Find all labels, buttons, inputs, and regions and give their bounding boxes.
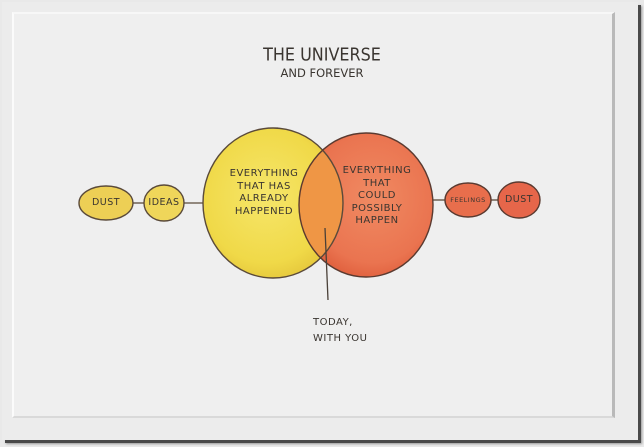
overlap-today xyxy=(299,133,343,277)
left-circle-label-line: already xyxy=(239,193,289,204)
node-dust-left xyxy=(78,185,134,221)
right-circle-label-line: could xyxy=(358,190,396,201)
node-ideas xyxy=(143,184,185,222)
node-feelings xyxy=(444,182,492,218)
circle-could-happen-outline xyxy=(298,132,434,278)
right-circle-label-line: happen xyxy=(355,215,399,226)
pointer-label-line: Today, xyxy=(313,317,353,328)
pointer-label: Today, with you xyxy=(313,315,367,346)
title: The Universe xyxy=(263,44,381,65)
left-circle-label-line: Everything xyxy=(229,168,299,179)
node-dust-right-label: Dust xyxy=(504,194,534,205)
left-circle-label-line: happened xyxy=(234,205,294,217)
node-dust-right xyxy=(497,181,541,219)
right-circle-label-line: that xyxy=(363,177,391,189)
right-circle-label-line: Everything xyxy=(342,165,412,176)
node-dust-left-label: Dust xyxy=(91,197,121,208)
pointer-line xyxy=(324,227,329,301)
right-circle-label: Everything that could possibly happen xyxy=(327,165,427,228)
left-circle-label: Everything that has already happened xyxy=(214,168,314,218)
circle-already-happened-outline xyxy=(202,127,344,279)
right-circle-label-line: possibly xyxy=(351,202,403,214)
subtitle: and Forever xyxy=(280,66,364,80)
node-feelings-label: Feelings xyxy=(450,196,486,204)
node-ideas-label: Ideas xyxy=(148,197,180,208)
left-circle-label-line: that has xyxy=(237,180,291,192)
pointer-label-line: with you xyxy=(313,332,368,344)
